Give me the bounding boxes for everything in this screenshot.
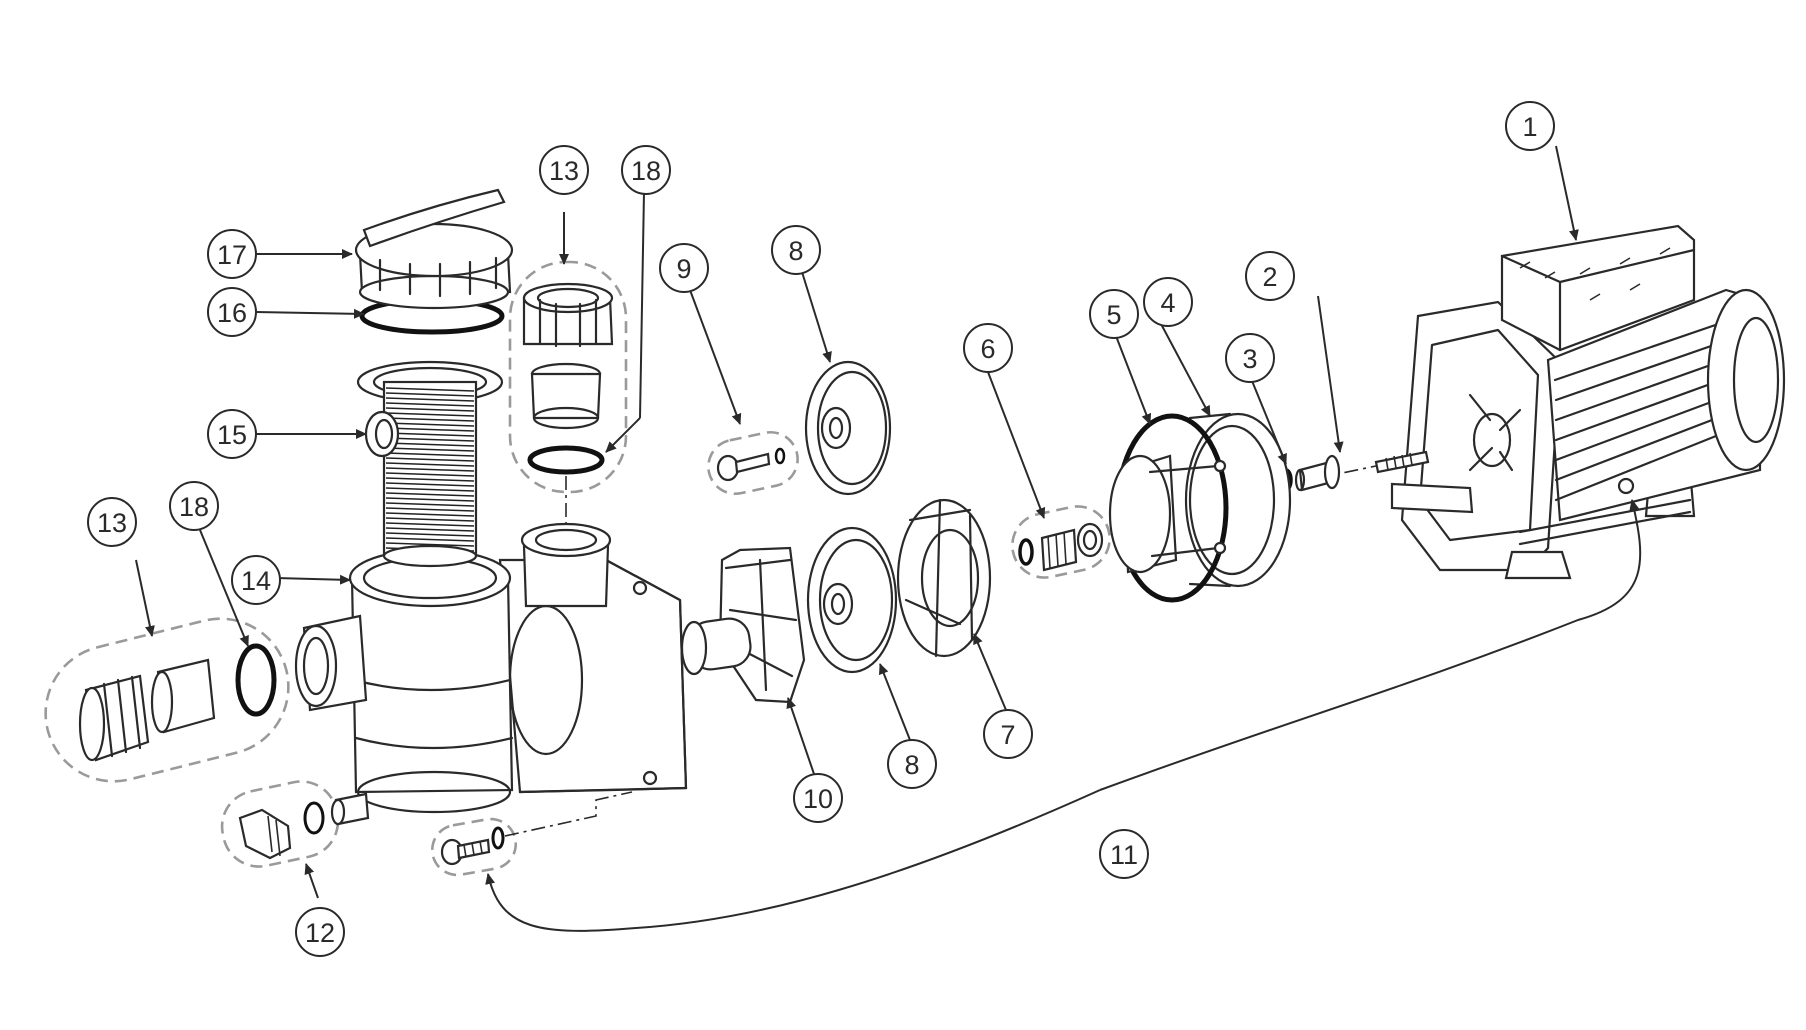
part-drain-plug [220,780,340,868]
basket-mesh-line [385,467,475,472]
callout-label: 1 [1522,112,1537,142]
basket-mesh-line [385,492,475,497]
basket-mesh-line [385,472,475,477]
callout-6: 6 [963,323,1013,373]
basket-mesh-line [385,507,475,512]
part-impeller-upper [804,360,892,496]
basket-mesh-line [385,387,475,392]
callout-label: 9 [676,254,691,284]
basket-mesh-line [385,437,475,442]
part-impeller-screw [707,430,799,496]
basket-mesh-line [385,452,475,457]
part-pump-body [294,522,688,826]
basket-mesh-line [385,422,475,427]
basket-mesh-line [385,522,475,527]
callout-label: 14 [241,566,271,596]
callout-3: 3 [1225,333,1275,383]
callout-label: 6 [980,334,995,364]
basket-mesh-line [385,412,475,417]
part-union-left [44,617,290,783]
part-volute-cover [680,546,806,704]
callout-14: 14 [231,555,281,605]
callout-18-top: 18 [621,145,671,195]
callout-1: 1 [1505,101,1555,151]
basket-mesh-line [385,397,475,402]
callout-4: 4 [1143,277,1193,327]
part-mechanical-seal [1011,505,1111,579]
basket-mesh-line [385,457,475,462]
callout-label: 13 [97,508,127,538]
basket-mesh-line [385,482,475,487]
callout-17: 17 [207,229,257,279]
callout-label: 3 [1242,344,1257,374]
basket-mesh-line [385,517,475,522]
callout-label: 8 [788,236,803,266]
basket-mesh-line [385,462,475,467]
callout-label: 10 [803,784,833,814]
basket-mesh-line [385,402,475,407]
callout-13-top: 13 [539,145,589,195]
callout-12: 12 [295,907,345,957]
basket-mesh-line [385,407,475,412]
callout-2: 2 [1245,251,1295,301]
leader-lines [135,145,1642,932]
callout-8-lower: 8 [887,739,937,789]
callout-label: 12 [305,918,335,948]
callout-label: 17 [217,240,247,270]
callout-label: 18 [179,492,209,522]
part-shaft-sleeve [1294,454,1341,492]
callout-10: 10 [793,773,843,823]
part-motor [1317,224,1786,580]
basket-mesh-line [385,447,475,452]
callout-11: 11 [1099,829,1149,879]
callout-label: 16 [217,298,247,328]
basket-mesh-line [385,477,475,482]
basket-mesh-line [385,487,475,492]
basket-mesh-line [385,417,475,422]
callout-7: 7 [983,709,1033,759]
part-diffuser-cage [896,498,992,658]
callout-label: 13 [549,156,579,186]
callout-label: 8 [904,750,919,780]
basket-mesh-line [385,532,475,537]
part-strainer-basket [356,360,504,568]
basket-mesh-line [385,512,475,517]
basket-mesh-line [385,427,475,432]
callout-5: 5 [1089,289,1139,339]
callout-label: 5 [1106,300,1121,330]
callout-label: 7 [1000,720,1015,750]
basket-mesh-line [385,392,475,397]
callout-16: 16 [207,287,257,337]
basket-mesh-line [385,442,475,447]
part-strainer-lid [354,188,514,310]
part-union-top [508,260,628,526]
basket-mesh-line [385,527,475,532]
part-impeller-lower [806,526,898,674]
part-diffuser [1108,413,1229,603]
callout-label: 4 [1160,288,1175,318]
callout-label: 11 [1110,840,1138,870]
callout-label: 15 [217,420,247,450]
basket-mesh-line [385,497,475,502]
callout-label: 2 [1262,262,1277,292]
callout-9: 9 [659,243,709,293]
basket-mesh-line [385,432,475,437]
basket-mesh-line [385,537,475,542]
callout-15: 15 [207,409,257,459]
part-seal-plate [1184,412,1292,588]
callout-label: 18 [631,156,661,186]
callout-13-left: 13 [87,497,137,547]
callout-18-left: 18 [169,481,219,531]
callout-8-upper: 8 [771,225,821,275]
part-base-screw [430,791,633,877]
basket-mesh-line [385,542,475,547]
basket-mesh-line [385,502,475,507]
